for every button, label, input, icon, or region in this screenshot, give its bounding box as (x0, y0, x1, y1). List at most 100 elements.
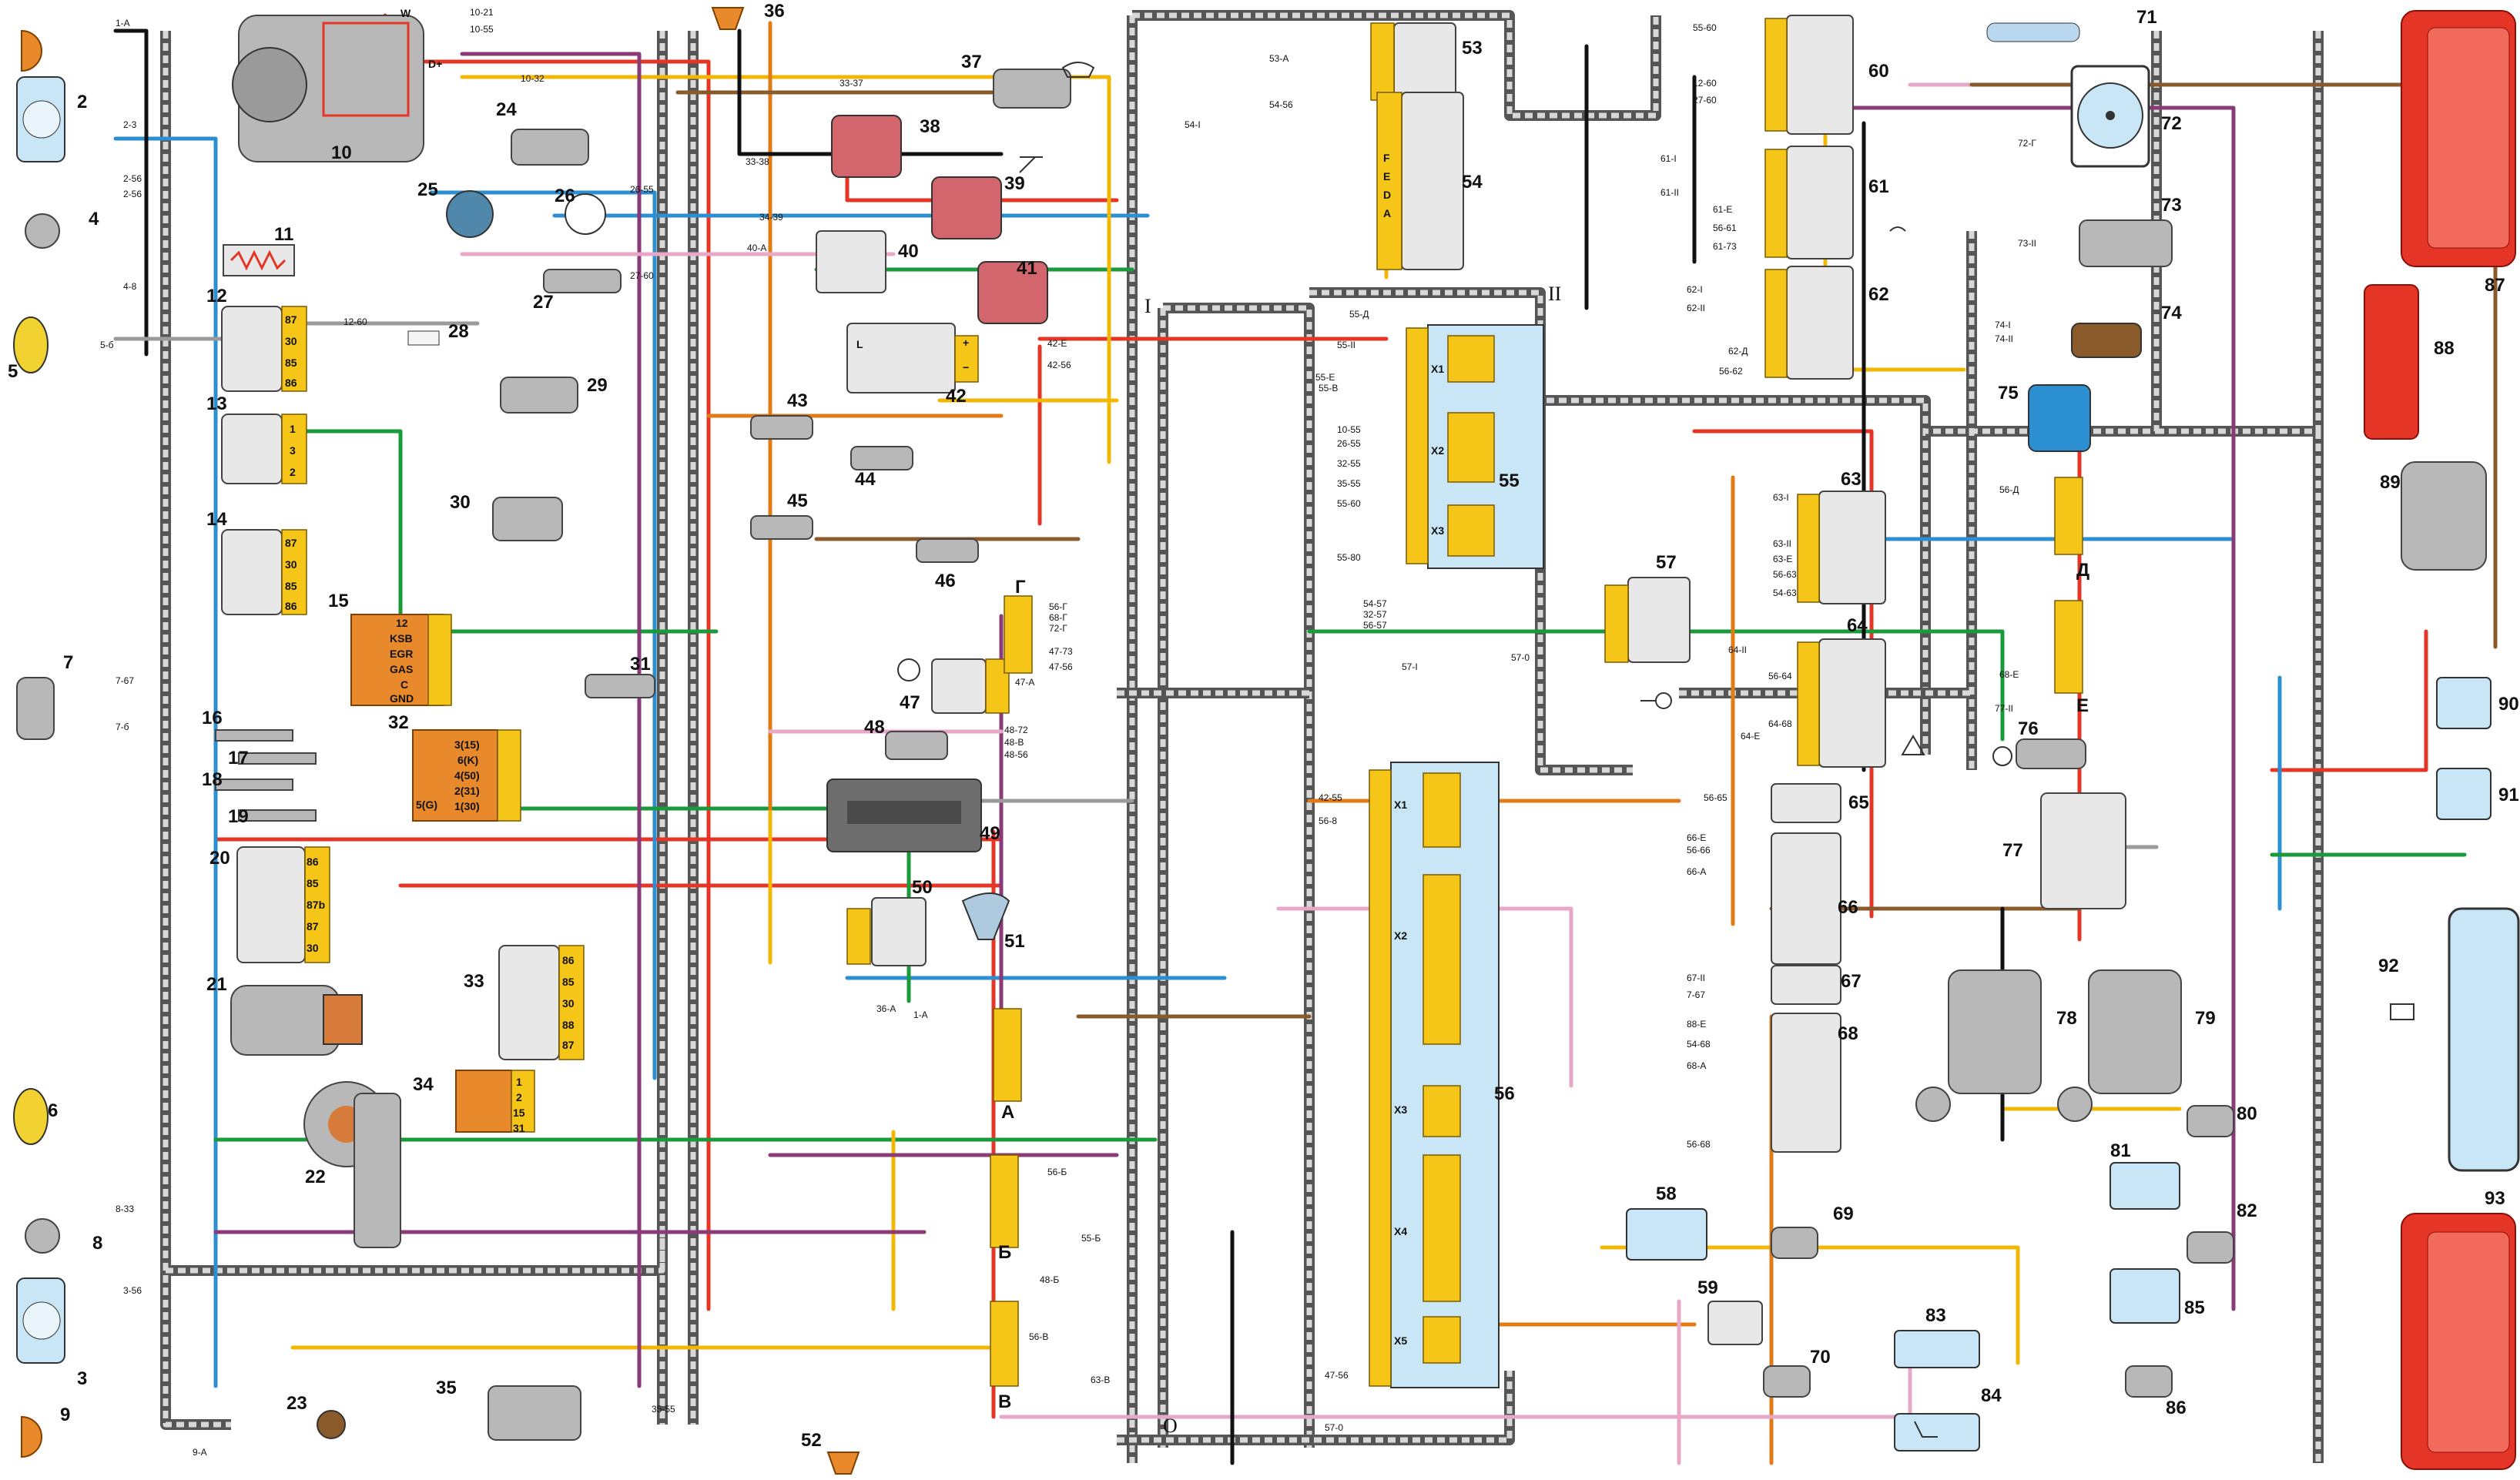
label-92: 92 (2378, 956, 2399, 976)
label-14: 14 (206, 509, 227, 530)
label-3: 3 (77, 1368, 87, 1389)
svg-text:73-II: 73-II (2018, 238, 2036, 249)
label-37: 37 (961, 52, 982, 72)
svg-text:61-Е: 61-Е (1713, 204, 1732, 215)
label-90: 90 (2498, 694, 2519, 715)
label-39: 39 (1004, 173, 1025, 194)
svg-text:63-В: 63-В (1091, 1375, 1110, 1385)
label-20: 20 (209, 848, 230, 869)
svg-text:L: L (856, 338, 863, 350)
label-76: 76 (2018, 718, 2039, 739)
svg-text:87b: 87b (307, 899, 325, 911)
svg-text:2-56: 2-56 (123, 173, 142, 184)
label-28: 28 (448, 321, 469, 342)
svg-text:72-Г: 72-Г (1049, 623, 1067, 634)
svg-text:55-Д: 55-Д (1349, 309, 1369, 320)
wires (113, 13, 2498, 1465)
svg-text:36-А: 36-А (876, 1003, 896, 1014)
svg-text:X4: X4 (1394, 1225, 1407, 1237)
svg-text:47-56: 47-56 (1325, 1370, 1349, 1381)
svg-text:15: 15 (513, 1107, 525, 1119)
label-58: 58 (1656, 1184, 1677, 1204)
svg-text:87: 87 (285, 537, 297, 549)
svg-text:10-55: 10-55 (1337, 424, 1361, 435)
label-41: 41 (1017, 258, 1037, 279)
svg-text:48-Б: 48-Б (1040, 1274, 1059, 1285)
components-71-75: 71 72 73 74 75 (1986, 7, 2182, 452)
svg-text:55-Е: 55-Е (1315, 372, 1335, 383)
label-73: 73 (2161, 195, 2182, 216)
svg-text:64-Е: 64-Е (1741, 731, 1760, 742)
side-repeater-7: 7 (16, 652, 73, 740)
svg-text:48-В: 48-В (1004, 737, 1024, 748)
label-79: 79 (2195, 1008, 2216, 1029)
lamp-51: 51 (961, 892, 1025, 952)
svg-text:X5: X5 (1394, 1334, 1407, 1347)
label-82: 82 (2237, 1200, 2257, 1221)
label-68: 68 (1838, 1023, 1858, 1044)
parking-brake-icon (1992, 746, 2012, 766)
label-56: 56 (1494, 1083, 1515, 1104)
svg-text:62-Д: 62-Д (1728, 346, 1748, 357)
harness-I: I (1144, 295, 1151, 317)
svg-text:34-39: 34-39 (759, 212, 783, 223)
label-23: 23 (287, 1393, 307, 1414)
ignition-switch-57: 57 (1604, 552, 1691, 663)
svg-text:68-Е: 68-Е (1999, 669, 2019, 680)
svg-text:GND: GND (390, 692, 414, 705)
svg-text:48-56: 48-56 (1004, 749, 1028, 760)
rear-defrost-92: 92 (2378, 907, 2520, 1172)
fog-lamp-6: 6 (13, 1088, 58, 1145)
connector-A: А (1001, 1102, 1014, 1123)
svg-text:35-55: 35-55 (652, 1404, 675, 1415)
engine-sensors: 24 25 26 27 29 30 31 (417, 99, 655, 698)
sensor-23: 23 (287, 1393, 346, 1439)
svg-text:88: 88 (562, 1019, 575, 1031)
label-71: 71 (2136, 7, 2157, 28)
label-7: 7 (63, 652, 73, 673)
mounting-block-55: X1 X2 X3 55 (1406, 324, 1544, 569)
svg-text:D: D (1383, 189, 1391, 201)
label-29: 29 (587, 375, 608, 396)
label-31: 31 (630, 654, 651, 675)
harness-O: O (1163, 1415, 1178, 1437)
label-25: 25 (417, 179, 438, 200)
label-78: 78 (2056, 1008, 2077, 1029)
svg-text:D+: D+ (428, 58, 442, 70)
label-91: 91 (2498, 785, 2519, 805)
sensor-13: 1 3 2 13 (206, 393, 307, 484)
svg-text:2-3: 2-3 (123, 119, 137, 130)
svg-text:62-I: 62-I (1687, 284, 1703, 295)
label-61: 61 (1868, 176, 1889, 197)
svg-text:85: 85 (307, 877, 319, 889)
svg-text:47-56: 47-56 (1049, 661, 1073, 672)
label-16: 16 (202, 708, 223, 728)
svg-text:54-I: 54-I (1185, 119, 1201, 130)
wiper-icon (1019, 156, 1043, 173)
svg-text:54-68: 54-68 (1687, 1039, 1711, 1050)
ignition-key-icon (1640, 692, 1672, 709)
svg-text:56-66: 56-66 (1687, 845, 1711, 856)
svg-text:4(50): 4(50) (454, 769, 480, 782)
wire-tags: 1-А 2-3 2-56 4-8 5-б 7-67 7-б 10-21 10-5… (100, 7, 2036, 1458)
harness-II: II (1548, 283, 1561, 305)
headlamp-icon (1061, 62, 1095, 78)
svg-text:12: 12 (396, 617, 408, 629)
svg-text:68-Г: 68-Г (1049, 612, 1067, 623)
svg-text:7-б: 7-б (116, 722, 129, 732)
connector-D: Д (2076, 560, 2089, 581)
block-54: F E D A 54 (1376, 92, 1483, 270)
label-53: 53 (1462, 38, 1483, 59)
rear-lamp-87: 87 (2401, 10, 2516, 296)
heater-element-11: 11 (223, 224, 295, 276)
svg-text:86: 86 (307, 856, 319, 868)
svg-text:10-21: 10-21 (470, 7, 494, 18)
svg-text:66-А: 66-А (1687, 866, 1706, 877)
svg-text:42-55: 42-55 (1319, 792, 1342, 803)
svg-text:27-60: 27-60 (630, 270, 654, 281)
connector-G: Г (1015, 577, 1026, 598)
label-86: 86 (2166, 1398, 2187, 1418)
svg-text:X1: X1 (1394, 799, 1407, 811)
relay-33: 86 85 30 88 87 33 (464, 945, 585, 1060)
